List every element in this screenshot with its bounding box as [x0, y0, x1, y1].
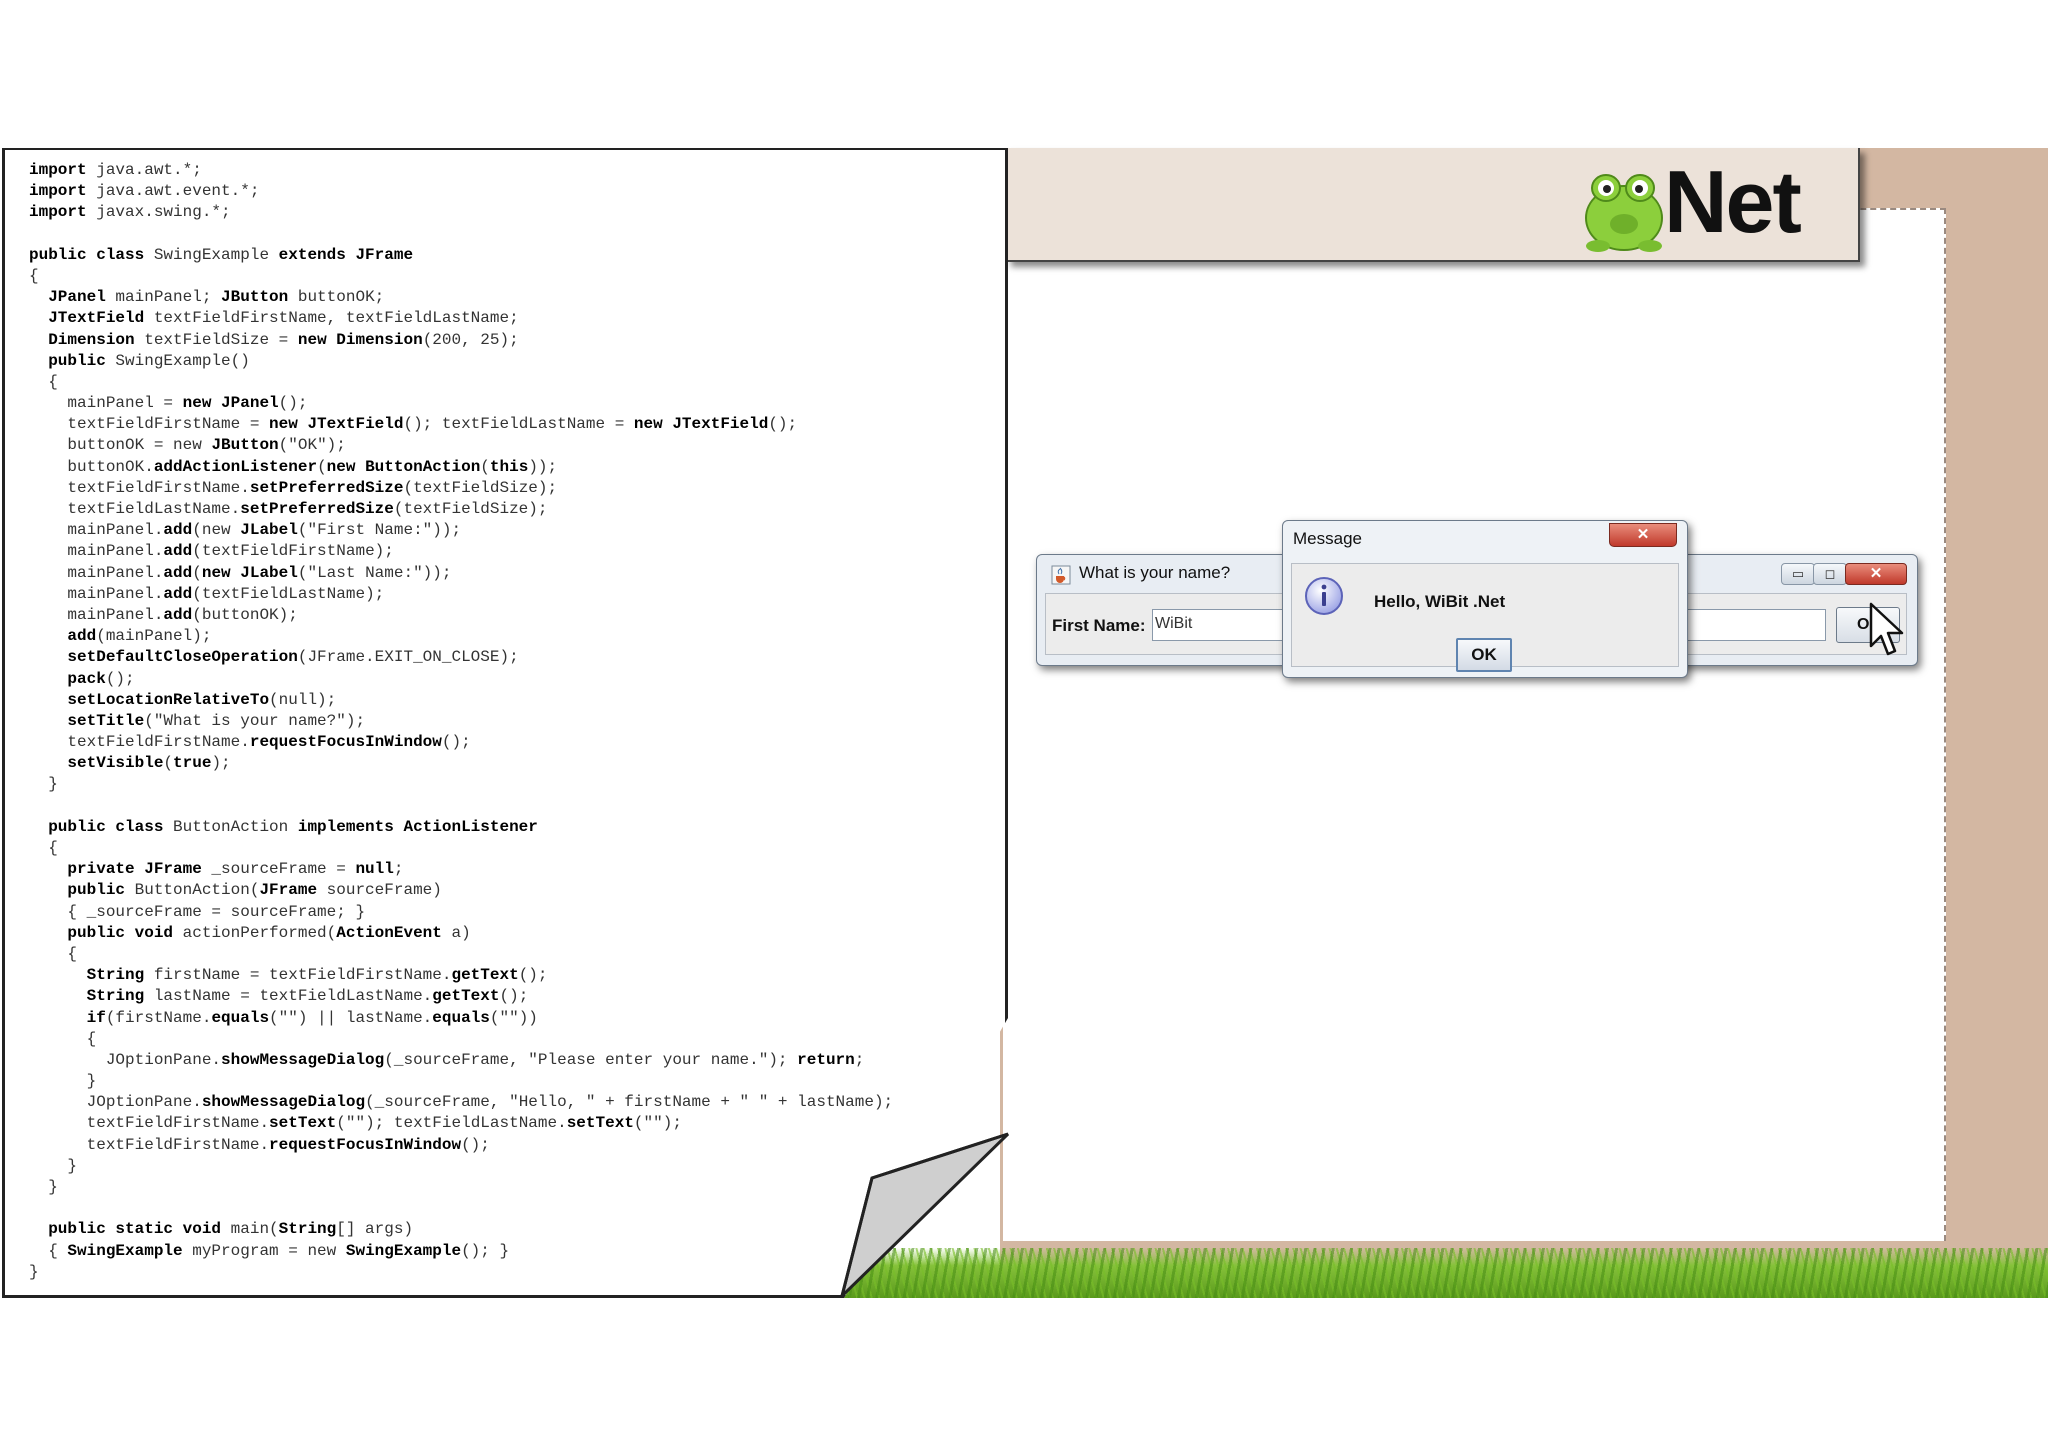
code-line: mainPanel.add(buttonOK); — [29, 605, 298, 624]
window-close-button[interactable]: ✕ — [1845, 563, 1907, 585]
code-line: setVisible(true); — [67, 754, 231, 773]
info-icon — [1305, 577, 1343, 615]
window-title: What is your name? — [1079, 563, 1231, 582]
code-line: buttonOK = new JButton("OK"); — [29, 436, 346, 455]
code-line: import java.awt.event.*; — [29, 182, 260, 201]
code-line: { — [29, 1029, 97, 1048]
code-line: textFieldFirstName.requestFocusInWindow(… — [29, 733, 471, 752]
code-line — [29, 224, 893, 245]
maximize-button[interactable]: ◻ — [1813, 563, 1847, 585]
code-line — [29, 1198, 893, 1219]
last-name-field[interactable] — [1686, 609, 1826, 641]
code-line: public ButtonAction(JFrame sourceFrame) — [67, 881, 442, 900]
minimize-button[interactable]: ▭ — [1781, 563, 1815, 585]
code-line — [29, 796, 893, 817]
code-line: textFieldLastName.setPreferredSize(textF… — [29, 500, 548, 518]
code-line: setDefaultCloseOperation(JFrame.EXIT_ON_… — [67, 648, 519, 667]
code-line: mainPanel.add(new JLabel("First Name:"))… — [29, 521, 462, 540]
code-line: private JFrame _sourceFrame = null; — [67, 860, 404, 879]
code-line: import javax.swing.*; — [29, 203, 231, 222]
code-line: { SwingExample myProgram = new SwingExam… — [29, 1241, 510, 1260]
code-line: textFieldFirstName = new JTextField(); t… — [29, 415, 798, 434]
code-line: textFieldFirstName.requestFocusInWindow(… — [29, 1135, 490, 1154]
code-line: mainPanel.add(textFieldFirstName); — [29, 542, 394, 561]
code-line: public static void main(String[] args) — [48, 1220, 414, 1239]
code-line: JPanel mainPanel; JButton buttonOK; — [48, 288, 385, 307]
code-line: JTextField textFieldFirstName, textField… — [48, 309, 519, 328]
demo-canvas — [1003, 208, 1946, 1241]
message-dialog: Message ✕ Hello, WiBit .Net OK — [1282, 520, 1688, 678]
code-line: import java.awt.*; — [29, 161, 202, 179]
code-line: String lastName = textFieldLastName.getT… — [86, 987, 529, 1006]
code-line: String firstName = textFieldFirstName.ge… — [86, 966, 548, 985]
code-line: { _sourceFrame = sourceFrame; } — [29, 902, 366, 921]
code-line: } — [29, 1072, 97, 1091]
code-line: { — [29, 372, 58, 391]
frog-logo-icon — [1585, 174, 1663, 252]
code-line: textFieldFirstName.setPreferredSize(text… — [29, 478, 558, 497]
code-line: { — [29, 266, 39, 285]
code-line: public class SwingExample extends JFrame — [29, 245, 414, 264]
code-line: setLocationRelativeTo(null); — [67, 690, 337, 709]
slide: Net import java.awt.*; import java.awt.ev… — [0, 148, 2048, 1298]
dialog-body: Hello, WiBit .Net OK — [1291, 563, 1679, 672]
code-line: mainPanel = new JPanel(); — [29, 394, 308, 413]
code-line: public class ButtonAction implements Act… — [48, 817, 538, 836]
java-cup-icon — [1051, 565, 1071, 585]
logo-banner: Net — [1006, 148, 1860, 262]
code-line: public SwingExample() — [48, 351, 250, 370]
code-line: } — [29, 1178, 58, 1196]
code-line: Dimension textFieldSize = new Dimension(… — [48, 330, 519, 349]
code-line: if(firstName.equals("") || lastName.equa… — [86, 1008, 538, 1027]
code-line: JOptionPane.showMessageDialog(_sourceFra… — [29, 1093, 894, 1112]
dialog-ok-button[interactable]: OK — [1456, 638, 1512, 672]
mouse-cursor-icon — [1869, 602, 1904, 656]
code-line: JOptionPane.showMessageDialog(_sourceFra… — [29, 1050, 865, 1069]
code-listing: import java.awt.*; import java.awt.event.… — [29, 160, 893, 1283]
code-line: buttonOK.addActionListener(new ButtonAct… — [29, 457, 558, 476]
dialog-message: Hello, WiBit .Net — [1374, 592, 1506, 611]
code-page: import java.awt.*; import java.awt.event.… — [2, 148, 1008, 1298]
code-line: textFieldFirstName.setText(""); textFiel… — [29, 1114, 682, 1133]
dialog-title: Message — [1293, 529, 1362, 548]
code-line: { — [29, 839, 58, 857]
code-line: } — [29, 1156, 78, 1175]
code-line: { — [29, 944, 78, 963]
page-curl-decoration — [840, 1132, 1010, 1298]
code-line: add(mainPanel); — [67, 627, 212, 646]
code-line: mainPanel.add(textFieldLastName); — [29, 584, 385, 603]
code-line: public void actionPerformed(ActionEvent … — [67, 923, 471, 942]
code-line: } — [29, 775, 58, 794]
code-line: mainPanel.add(new JLabel("Last Name:")); — [29, 563, 452, 582]
grass-decoration — [820, 1248, 2048, 1298]
logo-text: Net — [1664, 152, 1802, 251]
first-name-label: First Name: — [1052, 616, 1146, 635]
code-line: } — [29, 1262, 39, 1281]
code-line: pack(); — [67, 669, 135, 688]
code-line: setTitle("What is your name?"); — [67, 711, 366, 730]
dialog-close-button[interactable]: ✕ — [1609, 523, 1677, 547]
